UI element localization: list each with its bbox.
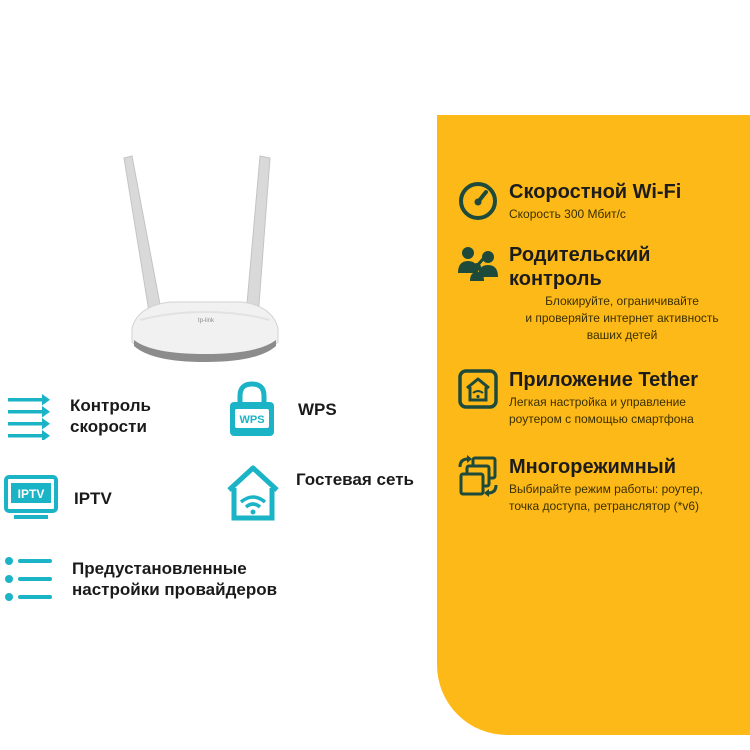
panel-feature-speed-wifi-desc: Скорость 300 Мбит/с (509, 207, 626, 221)
panel-feature-multimode-title: Многорежимный (509, 456, 677, 478)
panel-feature-parental-control-title: Родительский контроль (509, 244, 651, 290)
speedometer-icon (459, 182, 497, 220)
feature-guest-network-label: Гостевая сеть (296, 469, 414, 489)
panel-feature-tether-app: Приложение Tether Легкая настройка и упр… (457, 368, 747, 428)
multimode-icon (458, 455, 498, 497)
guest-wifi-house-icon (227, 465, 279, 521)
feature-wps: WPS WPS (228, 380, 337, 438)
wps-badge-text: WPS (239, 414, 264, 426)
iptv-screen-icon: IPTV (4, 475, 58, 519)
features-panel: Скоростной Wi-Fi Скорость 300 Мбит/с Род… (437, 115, 750, 735)
parental-control-icon (458, 247, 498, 281)
feature-guest-network: Гостевая сеть (226, 464, 414, 522)
router-image: tp-link (123, 155, 279, 362)
panel-feature-tether-app-desc: Легкая настройка и управление роутером с… (509, 395, 694, 426)
panel-feature-multimode: Многорежимный Выбирайте режим работы: ро… (457, 455, 747, 515)
panel-feature-multimode-desc: Выбирайте режим работы: роутер, точка до… (509, 482, 703, 513)
feature-speed-control-label: Контроль скорости (70, 396, 151, 436)
speed-arrows-icon (8, 394, 50, 440)
tether-app-icon (458, 369, 498, 409)
panel-feature-speed-wifi-title: Скоростной Wi-Fi (509, 181, 682, 203)
router-logo: tp-link (198, 318, 215, 324)
feature-iptv-label: IPTV (74, 488, 112, 508)
panel-feature-parental-control: Родительский контроль Блокируйте, ограни… (457, 243, 747, 344)
feature-wps-label: WPS (298, 399, 337, 419)
wps-lock-icon: WPS (230, 381, 274, 436)
list-icon (5, 557, 52, 601)
panel-feature-tether-app-title: Приложение Tether (509, 369, 699, 391)
panel-feature-speed-wifi: Скоростной Wi-Fi Скорость 300 Мбит/с (457, 180, 747, 223)
feature-speed-control: Контроль скорости (6, 392, 151, 440)
iptv-badge-text: IPTV (18, 487, 45, 501)
feature-provider-presets-label: Предустановленные настройки провайдеров (72, 559, 278, 599)
feature-provider-presets: Предустановленные настройки провайдеров (4, 556, 277, 602)
feature-iptv: IPTV IPTV (4, 475, 112, 521)
panel-feature-parental-control-desc: Блокируйте, ограничивайте и проверяйте и… (525, 294, 719, 342)
